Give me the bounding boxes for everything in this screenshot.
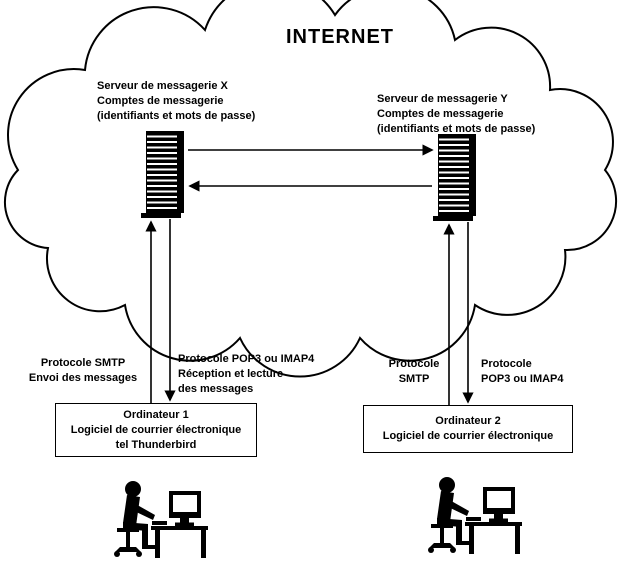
- protocol-smtp-right-label: Protocole SMTP: [388, 358, 440, 385]
- protocol-pop3-right-label: Protocole POP3 ou IMAP4: [481, 358, 564, 385]
- internet-cloud-icon: [4, 0, 618, 378]
- computer-2-label: Ordinateur 2 Logiciel de courrier électr…: [382, 415, 554, 442]
- server-x-icon: [146, 131, 184, 213]
- internet-label: INTERNET: [286, 26, 394, 48]
- computer-1-label: Ordinateur 1 Logiciel de courrier électr…: [70, 408, 242, 451]
- server-y-icon: [438, 134, 476, 216]
- server-x-label: Serveur de messagerie X Comptes de messa…: [97, 80, 256, 122]
- protocol-pop3-left-label: Protocole POP3 ou IMAP4 Réception et lec…: [178, 353, 315, 395]
- computer-1-box: Ordinateur 1 Logiciel de courrier électr…: [55, 403, 257, 457]
- person-at-computer-icon-2: [428, 477, 522, 554]
- person-at-computer-icon-1: [114, 481, 208, 558]
- protocol-smtp-left-label: Protocole SMTP Envoi des messages: [28, 357, 138, 384]
- server-x-icon-base: [141, 213, 181, 218]
- server-y-icon-base: [433, 216, 473, 221]
- server-y-label: Serveur de messagerie Y Comptes de messa…: [377, 93, 536, 135]
- computer-2-box: Ordinateur 2 Logiciel de courrier électr…: [363, 405, 573, 453]
